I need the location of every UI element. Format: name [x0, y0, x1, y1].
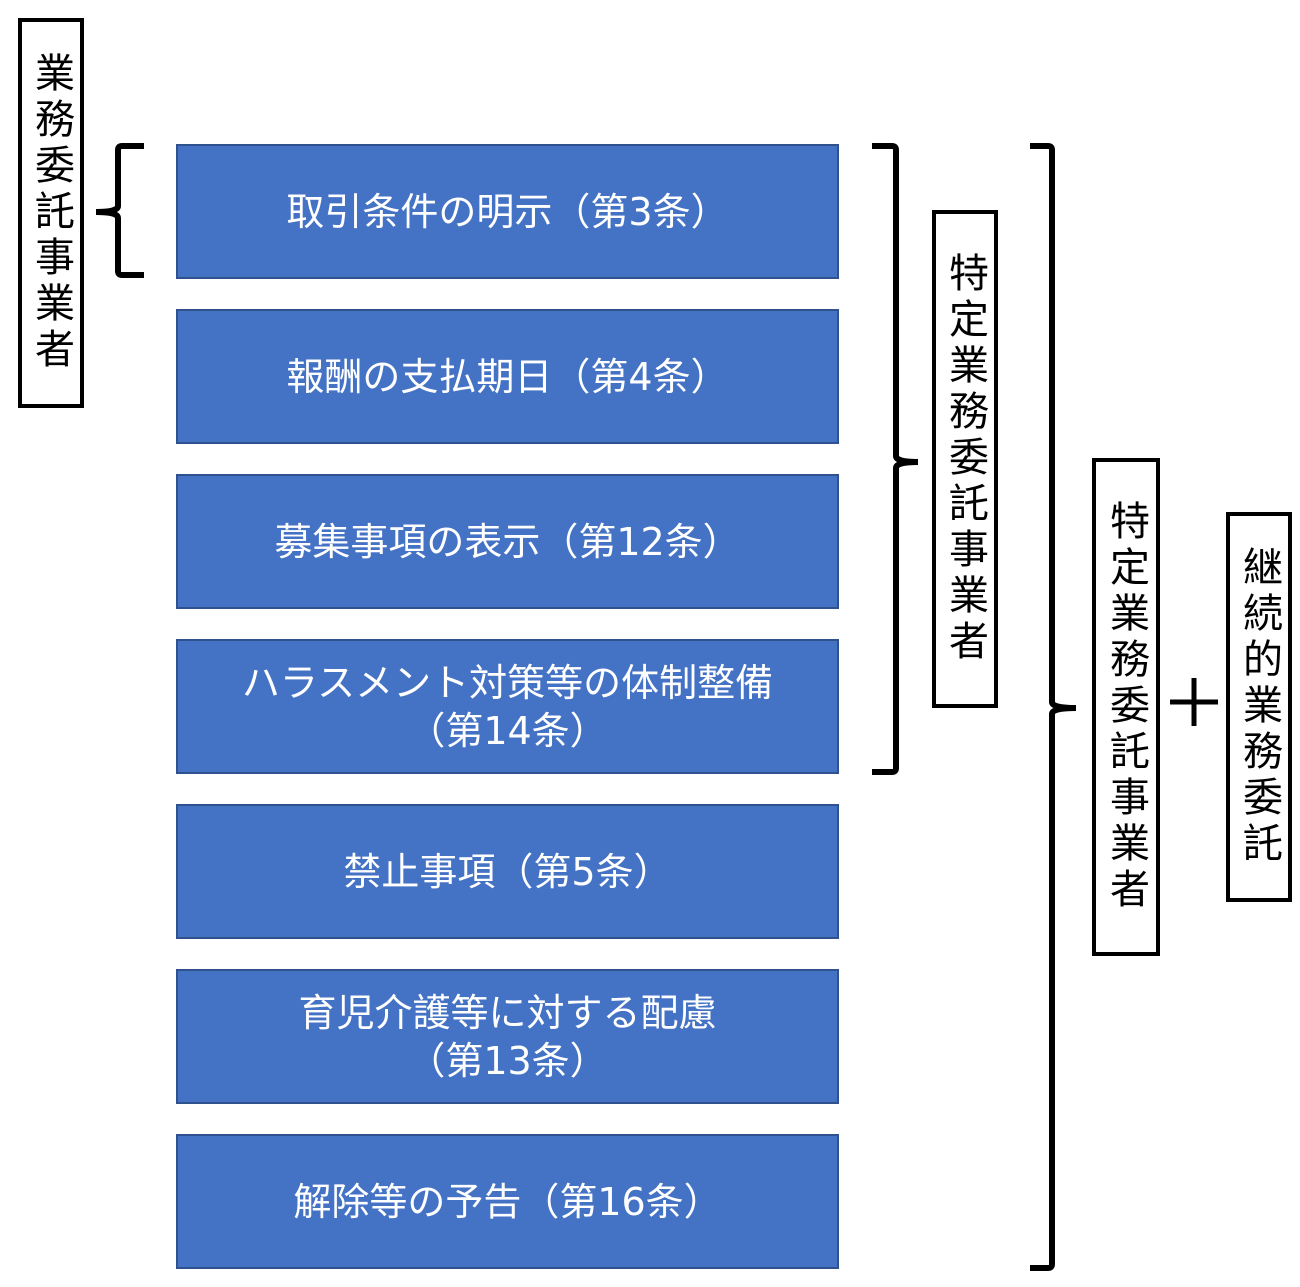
obligation-line1: ハラスメント対策等の体制整備 — [241, 660, 774, 705]
label-text: 継続的業務委託 — [1236, 546, 1282, 868]
obligation-box: 育児介護等に対する配慮 （第13条） — [176, 969, 839, 1104]
obligation-box: 報酬の支払期日（第4条） — [176, 309, 839, 444]
obligation-box: 募集事項の表示（第12条） — [176, 474, 839, 609]
label-business-outsourcer: 業務委託事業者 — [18, 18, 84, 408]
obligation-line1: 禁止事項（第5条） — [343, 849, 672, 894]
obligation-line2: （第14条） — [407, 708, 608, 753]
label-text: 業務委託事業者 — [28, 52, 74, 374]
right-brace-all — [1030, 143, 1077, 1271]
obligation-line1: 報酬の支払期日（第4条） — [286, 354, 729, 399]
plus-icon — [1170, 678, 1218, 726]
left-brace — [95, 143, 144, 278]
label-text: 特定業務委託事業者 — [942, 252, 988, 666]
label-specified-outsourcer: 特定業務委託事業者 — [932, 210, 998, 708]
obligation-line1: 解除等の予告（第16条） — [293, 1179, 722, 1224]
right-brace-specified — [872, 143, 919, 775]
obligation-box: 解除等の予告（第16条） — [176, 1134, 839, 1269]
label-continuous-outsourcing: 継続的業務委託 — [1226, 512, 1292, 902]
obligation-box: ハラスメント対策等の体制整備 （第14条） — [176, 639, 839, 774]
obligation-line1: 取引条件の明示（第3条） — [286, 189, 729, 234]
obligation-line1: 育児介護等に対する配慮 — [298, 990, 717, 1035]
obligation-line2: （第13条） — [407, 1038, 608, 1083]
label-specified-outsourcer-2: 特定業務委託事業者 — [1092, 458, 1160, 956]
obligation-line1: 募集事項の表示（第12条） — [274, 519, 741, 564]
label-text: 特定業務委託事業者 — [1103, 500, 1149, 914]
obligation-box: 取引条件の明示（第3条） — [176, 144, 839, 279]
obligation-box: 禁止事項（第5条） — [176, 804, 839, 939]
